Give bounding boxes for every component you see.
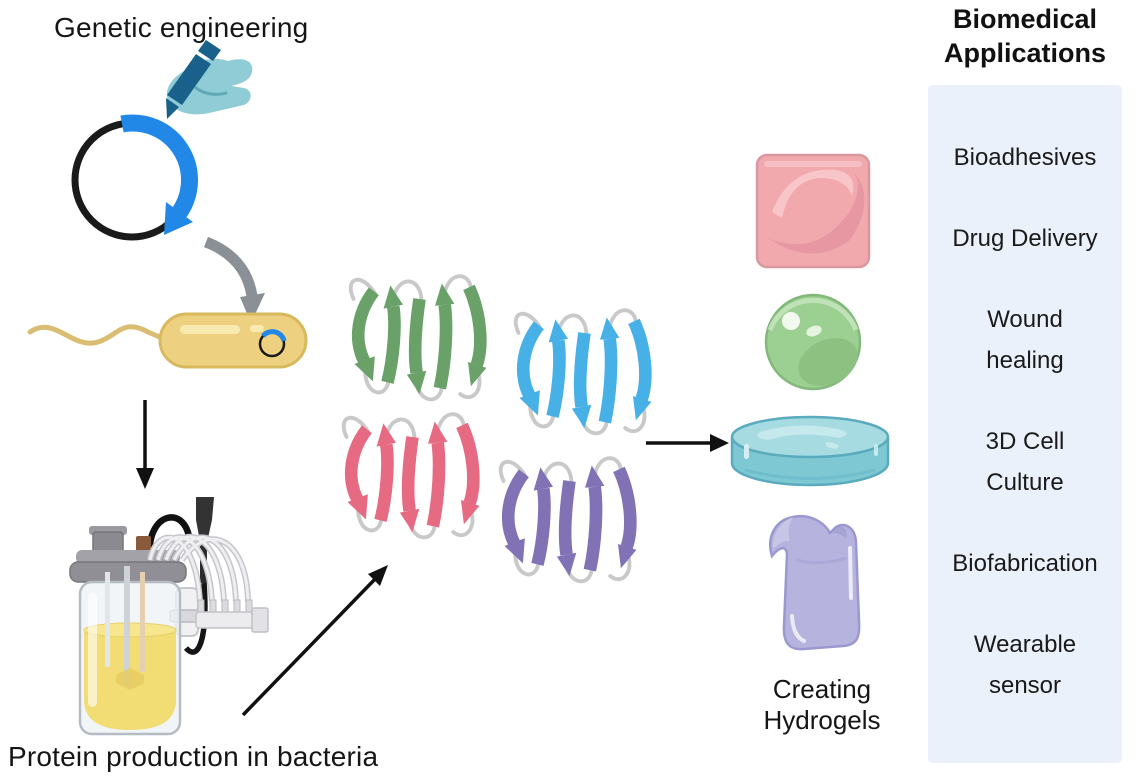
protein-structure-purple [501, 458, 637, 581]
protein-structure-green [351, 276, 487, 399]
application-item-biofabrication: Biofabrication [952, 550, 1098, 577]
hydrogel-sphere-green [764, 293, 862, 391]
creating-hydrogels-label: Creating Hydrogels [763, 674, 881, 735]
application-item-drug-delivery: Drug Delivery [952, 225, 1098, 252]
hydrogel-pouch-purple [769, 515, 861, 651]
application-item-3d-cell-culture: 3D Cell Culture [985, 428, 1065, 496]
up-right-arrow [241, 565, 388, 717]
down-arrow [136, 400, 154, 489]
hand-pen-icon [166, 40, 253, 119]
genetic-engineering-label: Genetic engineering [54, 12, 309, 43]
application-item-wound-healing: Wound healing [986, 306, 1064, 374]
application-item-wearable-sensor: Wearable sensor [973, 631, 1077, 699]
hydrogel-square-pink [755, 153, 871, 269]
insertion-arrow [203, 236, 265, 323]
applications-title: Biomedical Applications [943, 4, 1106, 68]
applications-panel: Bioadhesives Drug Delivery Wound healing… [928, 85, 1122, 763]
protein-production-label: Protein production in bacteria [8, 741, 379, 772]
protein-structure-blue [516, 310, 652, 433]
bioreactor-icon [69, 497, 269, 736]
application-item-bioadhesives: Bioadhesives [953, 144, 1097, 171]
right-arrow [646, 434, 729, 452]
hydrogel-disc-blue [730, 415, 890, 487]
bacterium-icon [27, 312, 308, 369]
plasmid-icon [71, 114, 198, 241]
protein-structure-pink [344, 414, 480, 537]
